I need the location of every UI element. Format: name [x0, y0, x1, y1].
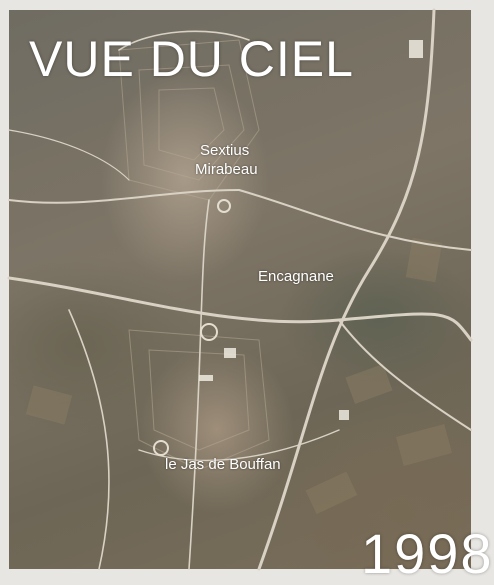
map-title: VUE DU CIEL [29, 31, 354, 87]
fields [25, 237, 453, 515]
aerial-map-drawing [7, 8, 473, 571]
roads [7, 8, 473, 571]
roundabouts [153, 199, 231, 456]
map-year: 1998 [361, 522, 494, 585]
bright-buildings [199, 40, 423, 420]
place-label-jas-de-bouffan: le Jas de Bouffan [165, 456, 281, 473]
aerial-photo: VUE DU CIEL Sextius Mirabeau Encagnane l… [7, 8, 492, 582]
urban-texture [118, 39, 270, 471]
place-label-encagnane: Encagnane [258, 268, 334, 285]
place-label-sextius: Sextius [200, 142, 250, 159]
place-label-mirabeau: Mirabeau [195, 161, 258, 178]
